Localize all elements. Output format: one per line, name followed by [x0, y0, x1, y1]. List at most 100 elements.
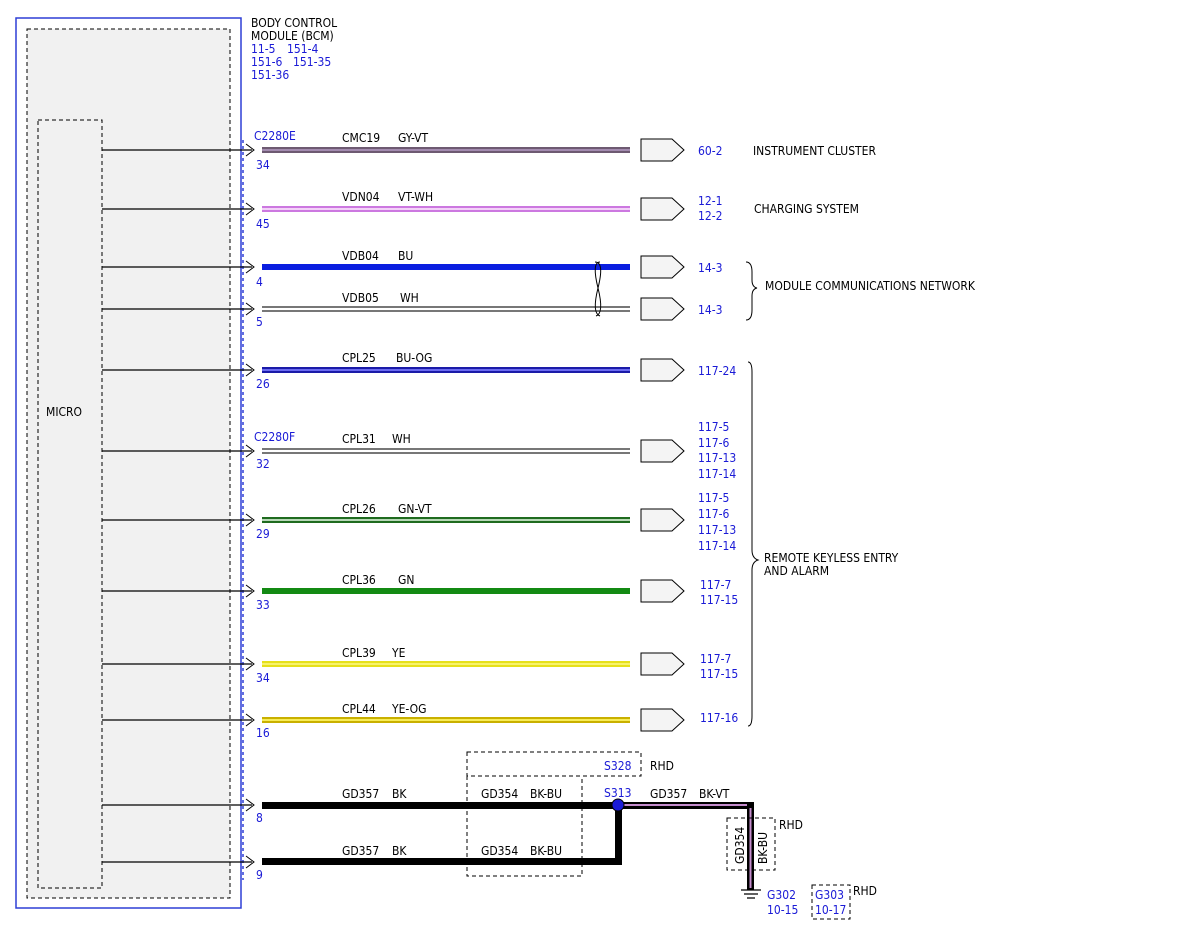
page-ref: 117-24: [698, 364, 736, 378]
page-ref: 12-2: [698, 209, 723, 223]
circuit-id: CPL44: [342, 702, 376, 716]
circuit-id: CPL26: [342, 502, 376, 516]
connector-c2280e: C2280E: [254, 129, 296, 143]
pin-number: 29: [256, 527, 270, 541]
page-ref: 117-15: [700, 667, 738, 681]
circuit-id: CPL25: [342, 351, 376, 365]
dest-network: MODULE COMMUNICATIONS NETWORK: [765, 279, 976, 293]
wire-inner: [262, 663, 630, 665]
ground-wire-8: [262, 802, 618, 809]
connector-c2280f: C2280F: [254, 430, 295, 444]
circuit-gd357-bkvt: GD357: [650, 787, 687, 801]
module-ref: 151-6: [251, 55, 282, 69]
circuit-gd354: GD354: [481, 844, 518, 858]
module-ref: 151-4: [287, 42, 318, 56]
pin-arrow: [245, 302, 255, 316]
wire-color: GY-VT: [398, 131, 429, 145]
color-bk-bu: BK-BU: [530, 787, 562, 801]
connector-arrow: [640, 358, 685, 382]
rhd-label: RHD: [779, 818, 803, 832]
brace-rke: [747, 361, 760, 727]
splice-s328: S328: [604, 759, 632, 773]
connector-arrow: [640, 138, 685, 162]
page-ref: 60-2: [698, 144, 723, 158]
wire-inner: [262, 519, 630, 521]
wire-6: 29 CPL26 GN-VT 117-5 117-6 117-13 117-14: [102, 491, 736, 553]
pin-arrow: [245, 444, 255, 458]
connector-arrow: [640, 579, 685, 603]
pin-number: 26: [256, 377, 270, 391]
bcm-inner-dashed: [26, 28, 231, 899]
wire-inner: [262, 308, 630, 310]
dest-instrument-cluster: INSTRUMENT CLUSTER: [753, 144, 876, 158]
circuit-gd357: GD357: [342, 787, 379, 801]
pin-arrow: [245, 143, 255, 157]
ground-section: S328 RHD 8 GD357 BK GD354 BK-BU 9 GD357 …: [102, 751, 877, 920]
connector-arrow: [640, 652, 685, 676]
pin-arrow: [245, 260, 255, 274]
twisted-pair-marker: [594, 261, 602, 317]
pin-number: 45: [256, 217, 270, 231]
page-ref: 14-3: [698, 303, 723, 317]
wire-inner: [262, 266, 630, 268]
color-bk-vt: BK-VT: [699, 787, 730, 801]
wire-inner: [262, 149, 630, 151]
page-ref: 117-16: [700, 711, 738, 725]
connector-arrow: [640, 297, 685, 321]
dest-rke: REMOTE KEYLESS ENTRY: [764, 551, 899, 565]
pin-number: 34: [256, 671, 270, 685]
ground-g302-ref: 10-15: [767, 903, 798, 917]
connector-arrow: [640, 508, 685, 532]
pin-number: 4: [256, 275, 263, 289]
circuit-id: CPL36: [342, 573, 376, 587]
ground-wire-riser: [615, 805, 622, 865]
circuit-gd354: GD354: [481, 787, 518, 801]
dest-rke-line2: AND ALARM: [764, 564, 829, 578]
wire-inner: [262, 719, 630, 721]
module-ref: 151-35: [293, 55, 331, 69]
pin-arrow: [245, 584, 255, 598]
wire-2: 4 VDB04 BU 14-3: [102, 249, 723, 289]
pin-number: 34: [256, 158, 270, 172]
wire-4: 26 CPL25 BU-OG 117-24: [102, 351, 736, 391]
module-title: BODY CONTROL: [251, 16, 337, 30]
wire-color: GN-VT: [398, 502, 432, 516]
wire-9: 16 CPL44 YE-OG 117-16: [102, 702, 738, 740]
pin-number: 32: [256, 457, 270, 471]
page-ref: 117-13: [698, 523, 736, 537]
pin-arrow: [245, 363, 255, 377]
wire-color: YE: [391, 646, 406, 660]
connector-arrow: [640, 197, 685, 221]
color-bk-bu: BK-BU: [530, 844, 562, 858]
pin-arrow: [245, 798, 255, 812]
wire-color: BU-OG: [396, 351, 432, 365]
page-ref: 117-6: [698, 436, 729, 450]
module-ref: 11-5: [251, 42, 276, 56]
circuit-id: CMC19: [342, 131, 380, 145]
micro-label: MICRO: [46, 405, 82, 419]
dest-charging-system: CHARGING SYSTEM: [754, 202, 859, 216]
rhd-label: RHD: [853, 884, 877, 898]
connector-arrow: [640, 708, 685, 732]
micro-block: [37, 119, 103, 889]
pin-arrow: [245, 202, 255, 216]
rhd-box-g303: [811, 884, 851, 920]
page-ref: 117-5: [698, 420, 729, 434]
ground-wire-9: [262, 858, 622, 865]
wire-inner: [262, 450, 630, 452]
vertical-color: BK-BU: [756, 832, 770, 864]
wire-color: YE-OG: [391, 702, 427, 716]
rhd-label: RHD: [650, 759, 674, 773]
module-ref: 151-36: [251, 68, 289, 82]
page-ref: 117-7: [700, 652, 731, 666]
pin-arrow: [245, 657, 255, 671]
page-ref: 117-7: [700, 578, 731, 592]
color-bk: BK: [392, 844, 407, 858]
splice-s313: S313: [604, 786, 631, 800]
ground-wire-drop-stripe: [749, 808, 752, 888]
page-ref: 117-14: [698, 539, 736, 553]
pin-arrow: [245, 713, 255, 727]
page-ref: 117-15: [700, 593, 738, 607]
color-bk: BK: [392, 787, 407, 801]
